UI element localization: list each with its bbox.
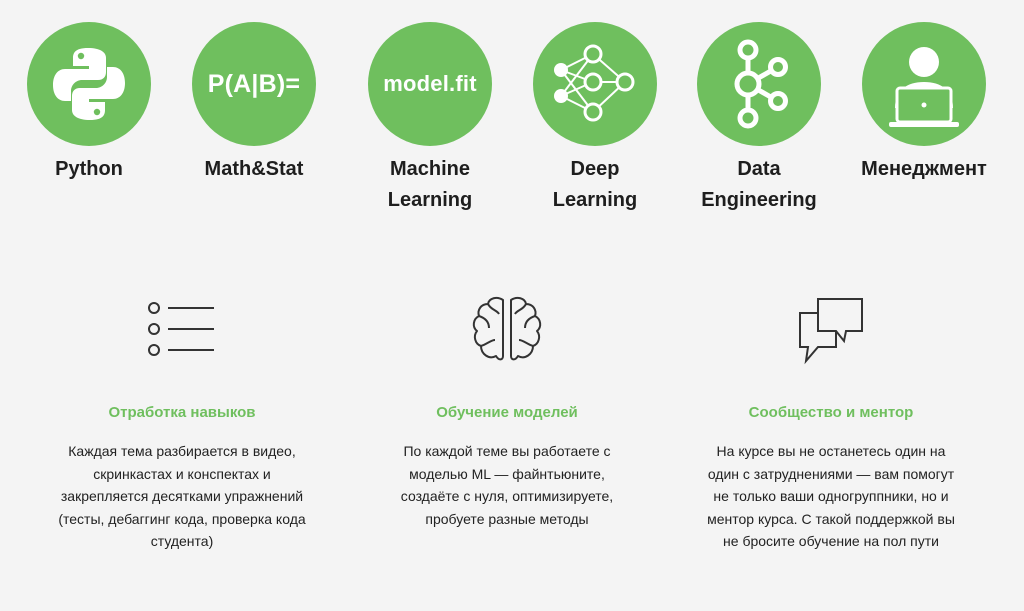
feature-skills: Отработка навыков Каждая тема разбираетс…	[32, 290, 332, 553]
feature-description: Каждая тема разбирается в видео, скринка…	[58, 443, 306, 549]
topic-data-engineering: Data Engineering	[674, 22, 844, 216]
topic-python: Python	[4, 22, 174, 185]
topic-mgmt-circle	[862, 22, 986, 146]
topic-label: Python	[55, 158, 123, 180]
feature-icon-wrap	[681, 290, 981, 370]
feature-title: Отработка навыков	[108, 404, 256, 421]
topic-python-circle	[27, 22, 151, 146]
topic-label: Math&Stat	[204, 158, 304, 180]
python-logo-icon	[53, 48, 125, 120]
topic-math-stat: P(A|B)= Math&Stat	[169, 22, 339, 185]
topic-label: Менеджмент	[861, 158, 987, 180]
feature-models: Обучение моделей По каждой теме вы работ…	[357, 290, 657, 530]
topic-math-circle: P(A|B)=	[192, 22, 316, 146]
neural-network-icon	[554, 44, 635, 122]
math-formula-text: P(A|B)=	[207, 69, 301, 98]
topic-ml-circle: model.fit	[368, 22, 492, 146]
topic-management: Менеджмент	[839, 22, 1009, 185]
feature-description: На курсе вы не останетесь один на один с…	[707, 443, 955, 549]
brain-icon	[472, 296, 542, 361]
feature-icon-wrap	[32, 290, 332, 370]
person-laptop-icon	[889, 47, 959, 127]
topic-label: Machine Learning	[387, 158, 473, 211]
feature-description: По каждой теме вы работаете с моделью ML…	[400, 443, 614, 527]
topic-dl-circle	[533, 22, 657, 146]
list-icon	[148, 302, 214, 356]
feature-community: Сообщество и ментор На курсе вы не остан…	[681, 290, 981, 553]
topic-label: Deep Learning	[552, 158, 638, 211]
feature-title: Обучение моделей	[436, 404, 578, 421]
topics-row: Python P(A|B)= Math&Stat model.fit Machi…	[0, 0, 1024, 220]
feature-icon-wrap	[357, 290, 657, 370]
topic-label: Data Engineering	[701, 158, 817, 211]
chat-bubbles-icon	[799, 298, 863, 365]
model-fit-text: model.fit	[383, 71, 477, 96]
topic-machine-learning: model.fit Machine Learning	[345, 22, 515, 216]
topic-deep-learning: Deep Learning	[510, 22, 680, 216]
feature-title: Сообщество и ментор	[748, 404, 914, 421]
topic-de-circle	[697, 22, 821, 146]
kafka-icon	[734, 39, 788, 129]
